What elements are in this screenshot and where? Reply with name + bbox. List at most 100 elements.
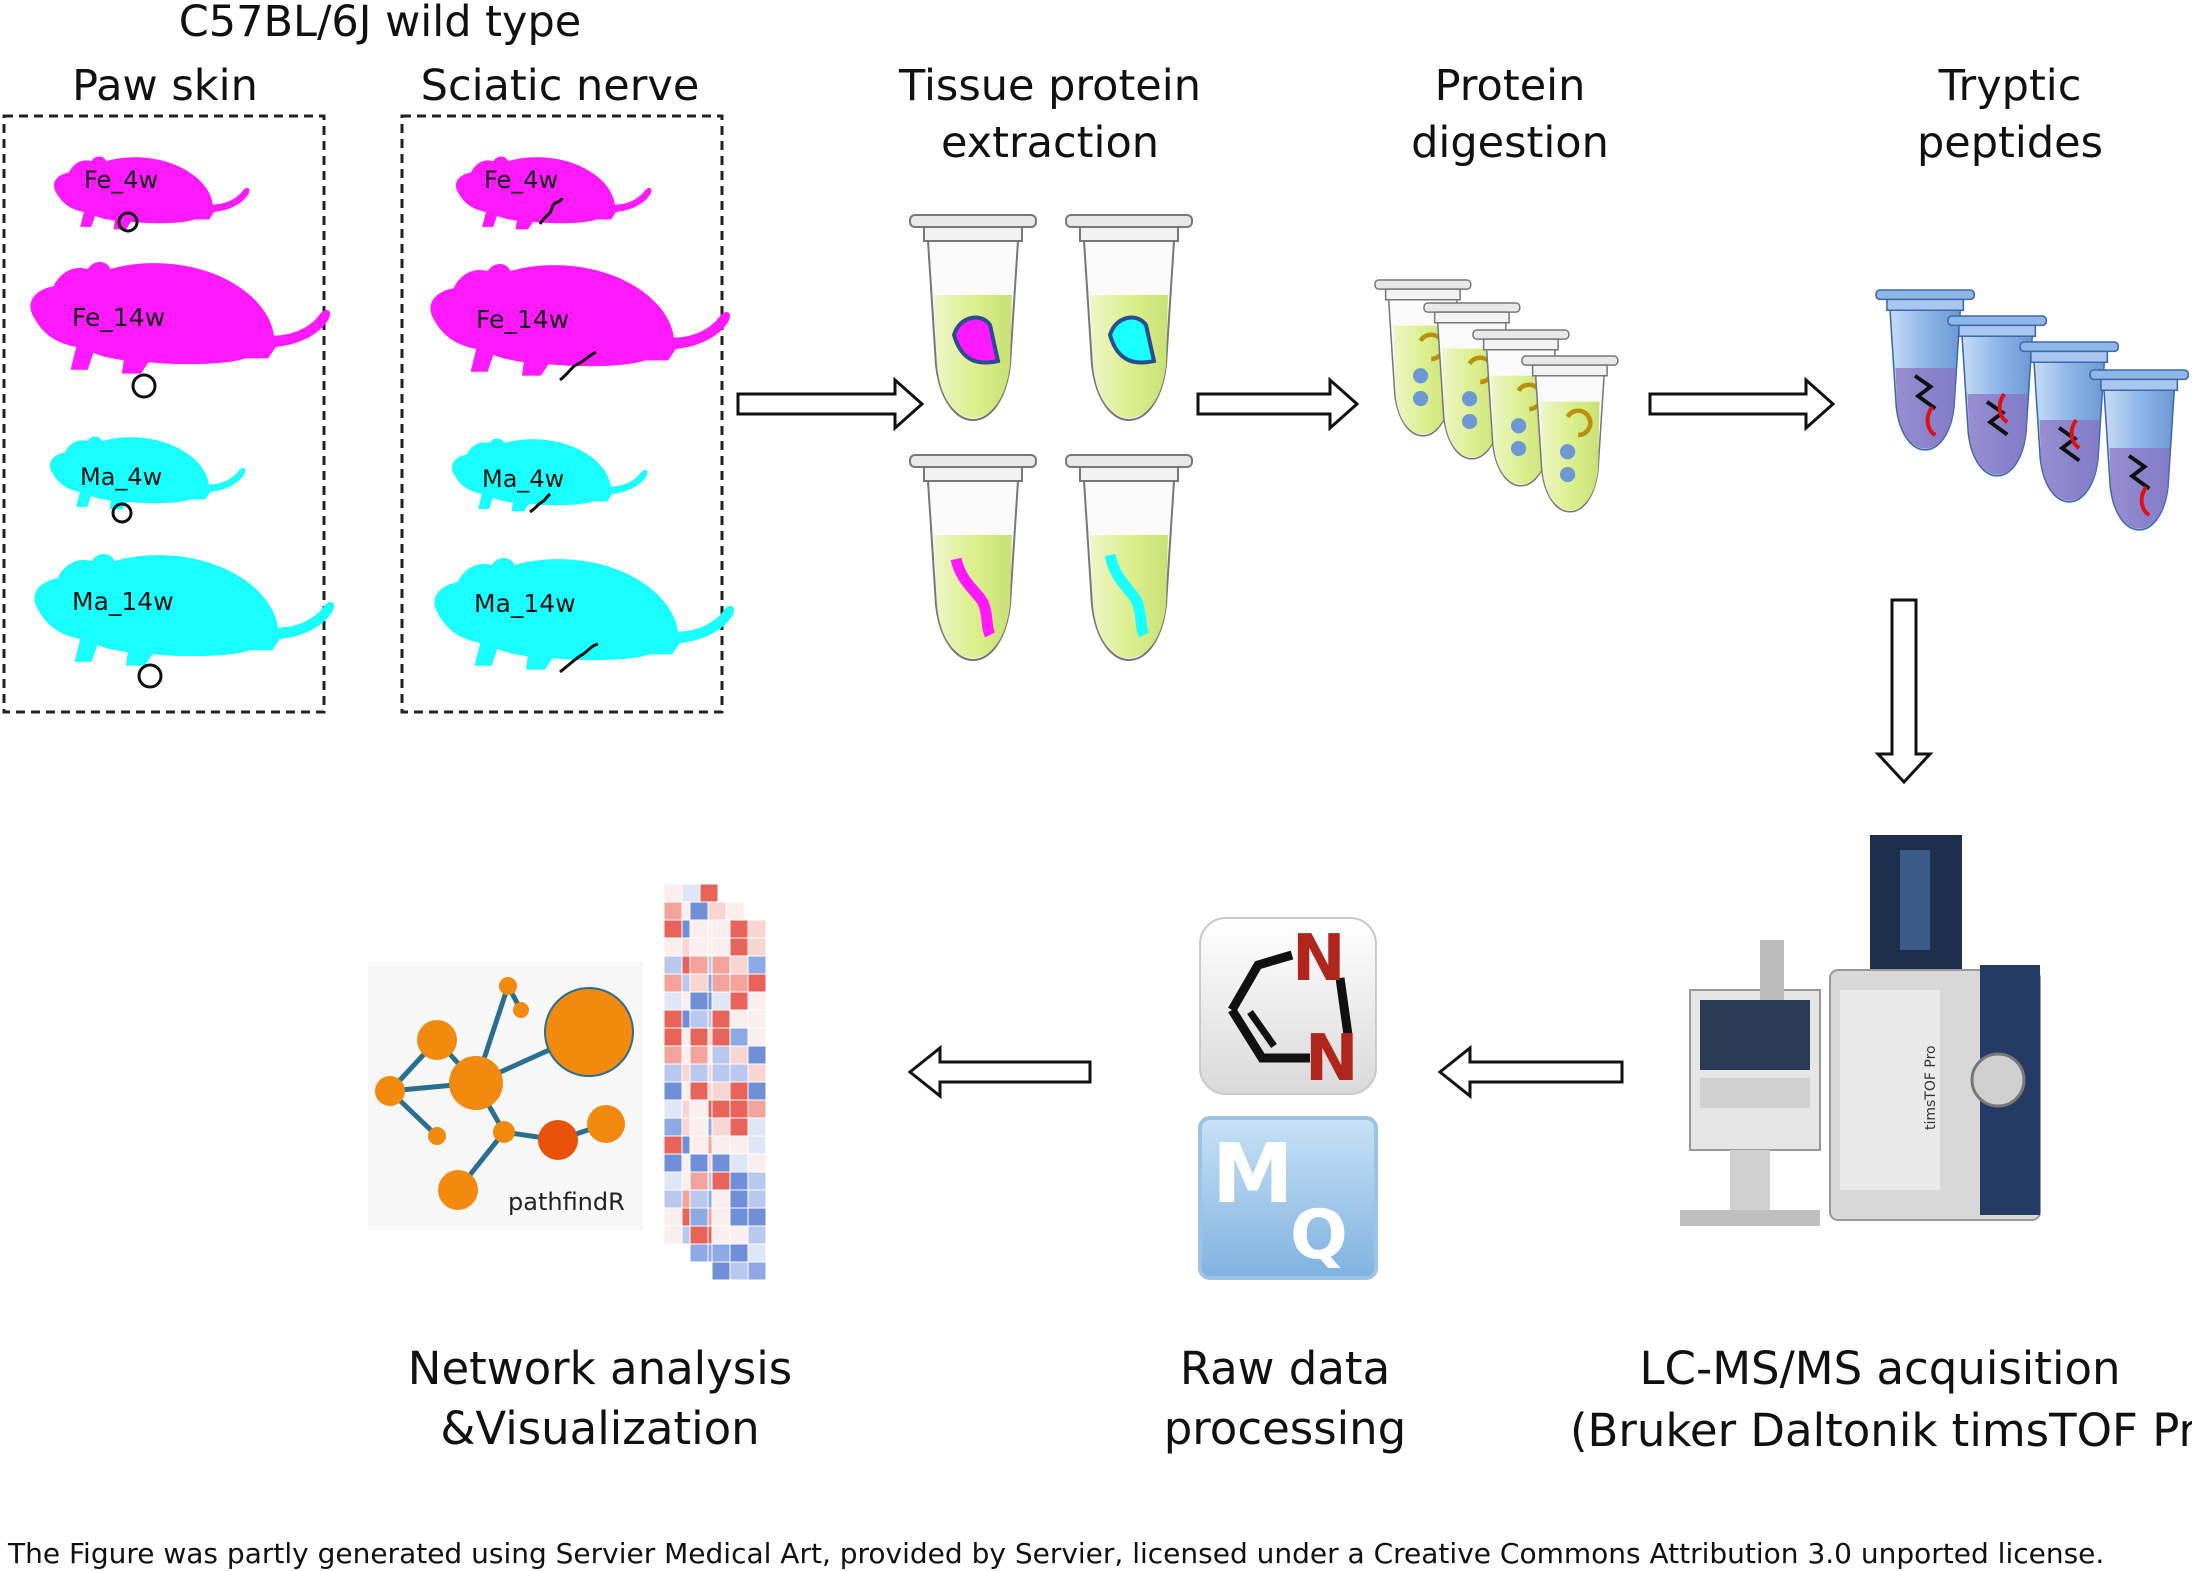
paw-circle [111,502,133,524]
heatmap-cell [663,919,683,939]
heatmap-cell [681,883,701,903]
strain-label: C57BL/6J wild type [178,0,582,47]
heatmap-cell [689,1099,709,1119]
heatmap-cell [663,1063,683,1083]
heatmap-cell [747,1009,767,1029]
heatmap-cell [729,1225,749,1245]
heatmap [663,883,767,1281]
heatmap-cell [689,1081,709,1101]
heatmap-cell [729,1189,749,1209]
heatmap-cell [711,1189,731,1209]
heatmap-cell [729,1027,749,1047]
digestion-label-line1: Protein [1434,61,1586,111]
heatmap-cell [663,1135,683,1155]
arrow-left-2 [907,1044,1092,1100]
heatmap-cell [729,1081,749,1101]
peptide-tubes [1875,289,2190,531]
extraction-tube-paw-male [1065,214,1193,421]
heatmap-cell [711,1099,731,1119]
heatmap-cell [663,1009,683,1029]
heatmap-cell [711,1243,731,1263]
heatmap-cell [711,1207,731,1227]
nerve-mark [529,492,551,514]
heatmap-cell [663,1207,683,1227]
heatmap-cell [729,1261,749,1281]
heatmap-cell [663,1225,683,1245]
heatmap-cell [729,1171,749,1191]
heatmap-cell [747,919,767,939]
heatmap-cell [711,955,731,975]
heatmap-cell [663,955,683,975]
heatmap-cell [663,991,683,1011]
heatmap-cell [747,1027,767,1047]
maxquant-logo: M Q [1198,1116,1378,1280]
heatmap-cell [663,1027,683,1047]
heatmap-cell [711,919,731,939]
arrow-right-1 [736,376,925,432]
heatmap-cell [747,1189,767,1209]
heatmap-cell [663,883,683,903]
heatmap-cell [663,973,683,993]
heatmap-cell [663,937,683,957]
heatmap-cell [689,955,709,975]
network-graph: pathfindR [368,962,643,1230]
heatmap-cell [711,1171,731,1191]
nerve-mark [559,350,597,382]
heatmap-cell [689,1135,709,1155]
heatmap-cell [663,1081,683,1101]
heatmap-cell [747,1099,767,1119]
peptides-label-line1: Tryptic [1938,61,2082,111]
paw-skin-box [2,114,326,714]
heatmap-cell [729,1135,749,1155]
extraction-label-line2: extraction [940,118,1160,168]
heatmap-cell [689,1045,709,1065]
heatmap-cell [747,1207,767,1227]
heatmap-cell [711,1009,731,1029]
heatmap-cell [729,1045,749,1065]
heatmap-cell [689,1027,709,1047]
heatmap-cell [663,1099,683,1119]
heatmap-cell [689,1009,709,1029]
heatmap-cell [711,937,731,957]
heatmap-cell [707,901,727,921]
sciatic-nerve-box [400,114,724,714]
heatmap-cell [729,955,749,975]
mq-q: Q [1290,1196,1348,1275]
heatmap-cell [725,901,745,921]
paw-skin-label: Paw skin [72,61,258,111]
heatmap-cell [747,1225,767,1245]
heatmap-cell [729,973,749,993]
paw-circle [137,663,163,689]
heatmap-cell [689,991,709,1011]
heatmap-cell [747,1081,767,1101]
arrow-right-3 [1648,376,1836,432]
heatmap-cell [711,1225,731,1245]
heatmap-cell [711,1261,731,1281]
heatmap-cell [689,937,709,957]
heatmap-cell [689,1225,709,1245]
mouse-label-ma-14w: Ma_14w [474,589,576,618]
heatmap-cell [711,1045,731,1065]
raw-label-line1: Raw data [1179,1342,1391,1395]
heatmap-cell [689,919,709,939]
heatmap-cell [729,1243,749,1263]
heatmap-cell [711,991,731,1011]
heatmap-cell [711,1027,731,1047]
heatmap-cell [663,1045,683,1065]
mouse-label-ma-14w: Ma_14w [72,587,174,616]
heatmap-cell [729,1099,749,1119]
peptides-label-line2: peptides [1916,118,2103,168]
heatmap-cell [689,1153,709,1173]
heatmap-cell [747,1171,767,1191]
heatmap-cell [747,991,767,1011]
heatmap-cell [729,919,749,939]
mouse-label-fe-14w: Fe_14w [72,303,165,332]
heatmap-cell [729,1153,749,1173]
heatmap-cell [689,1243,709,1263]
heatmap-cell [663,1171,683,1191]
heatmap-cell [663,1117,683,1137]
timstof-instrument: timsTOF Pro [1680,835,2041,1226]
nerve-mark [559,642,599,674]
heatmap-cell [663,901,683,921]
heatmap-cell [747,1135,767,1155]
